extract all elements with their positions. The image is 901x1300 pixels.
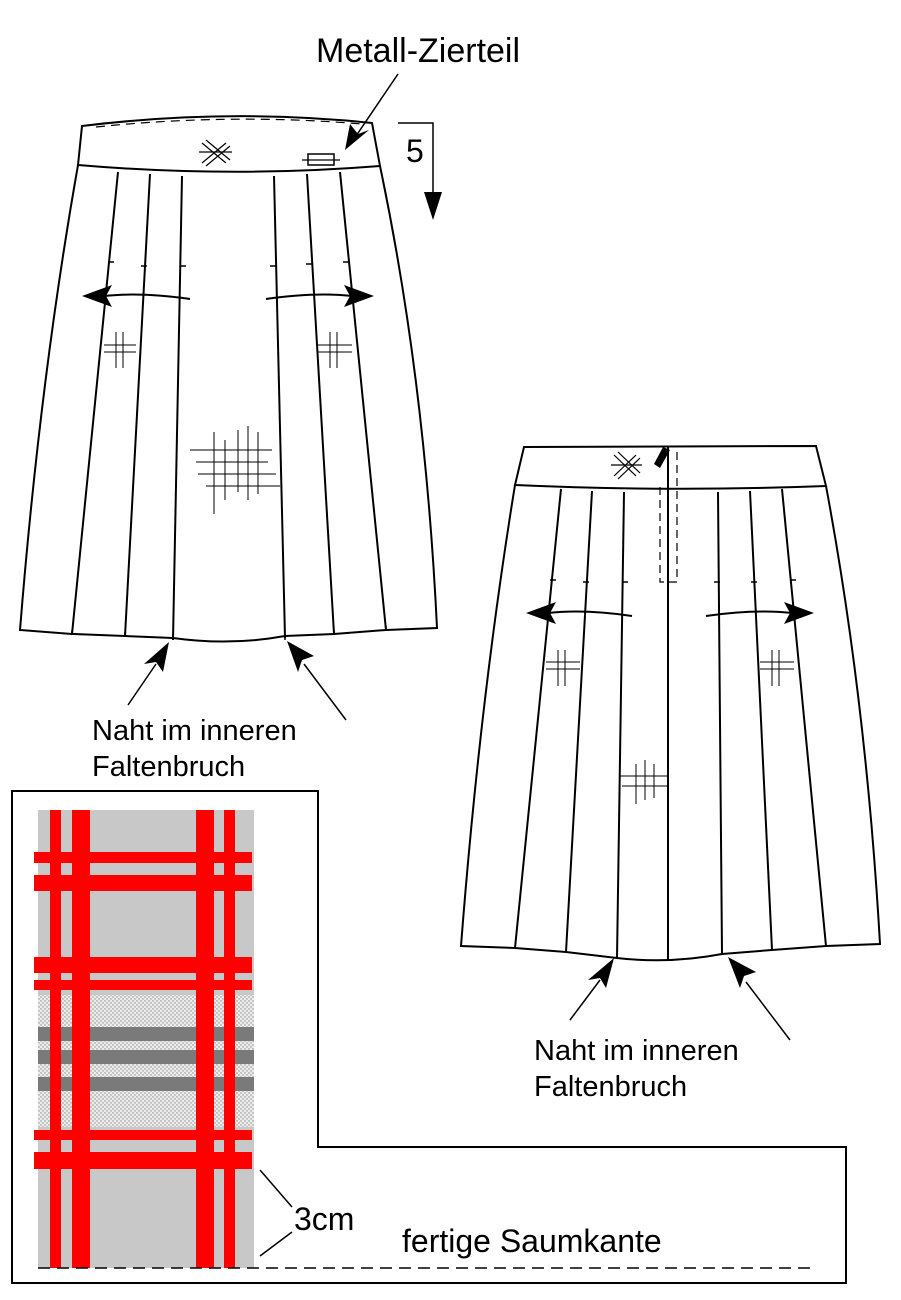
front-skirt-outline bbox=[18, 164, 439, 643]
front-fold-arrows bbox=[82, 285, 374, 307]
back-seam-arrows bbox=[569, 957, 791, 1041]
arrow-down-left-icon bbox=[345, 124, 369, 150]
front-grain-mark-left bbox=[104, 332, 136, 368]
label-hem-allowance: 3cm bbox=[294, 1201, 354, 1237]
arrow-down-icon bbox=[424, 192, 442, 220]
back-arrow-left-icon bbox=[526, 602, 556, 624]
label-back-seam-line1: Naht im inneren bbox=[534, 1035, 739, 1067]
arrow-left-icon bbox=[82, 285, 112, 307]
red-stripe bbox=[50, 810, 61, 1268]
front-stitch-ticks bbox=[108, 261, 349, 267]
back-button-mark bbox=[611, 451, 642, 480]
back-grain-mark-center bbox=[620, 760, 668, 804]
front-grain-mark-right bbox=[318, 332, 352, 368]
front-waistband-topstitch bbox=[95, 118, 363, 128]
back-grain-mark-left bbox=[546, 650, 580, 686]
back-grain-mark-right bbox=[760, 650, 794, 686]
back-skirt bbox=[459, 444, 882, 962]
red-stripe bbox=[224, 810, 235, 1268]
back-pleat-lines bbox=[514, 447, 827, 960]
label-front-seam-line1: Naht im inneren bbox=[92, 715, 297, 747]
front-grain-mark-center bbox=[190, 426, 280, 514]
label-front-seam-line2: Faltenbruch bbox=[92, 751, 245, 783]
back-skirt-outline bbox=[459, 484, 882, 962]
front-button-mark bbox=[199, 139, 232, 167]
back-stitch-ticks bbox=[550, 579, 796, 583]
label-back-seam-line2: Faltenbruch bbox=[534, 1071, 687, 1103]
zipper-pull-icon bbox=[654, 447, 670, 468]
front-pleat-lines bbox=[71, 171, 387, 641]
arrow-up-right-icon bbox=[144, 642, 169, 672]
back-waistband bbox=[513, 444, 828, 490]
back-fold-arrows bbox=[526, 602, 814, 624]
label-hem-edge: fertige Saumkante bbox=[402, 1223, 662, 1259]
arrow-right-icon bbox=[344, 285, 374, 307]
back-arrow-up-left-icon bbox=[728, 957, 756, 988]
front-seam-arrows bbox=[127, 641, 347, 721]
hem-detail bbox=[11, 790, 847, 1284]
measure-5-arrow bbox=[398, 122, 442, 220]
arrow-up-left-icon bbox=[287, 641, 314, 672]
back-arrow-up-right-icon bbox=[588, 958, 614, 988]
label-metall-zierteil: Metall-Zierteil bbox=[316, 32, 520, 70]
back-arrow-right-icon bbox=[784, 602, 814, 624]
label-measure-5: 5 bbox=[406, 133, 424, 169]
ornament-leader bbox=[345, 73, 399, 150]
front-skirt bbox=[18, 115, 439, 643]
